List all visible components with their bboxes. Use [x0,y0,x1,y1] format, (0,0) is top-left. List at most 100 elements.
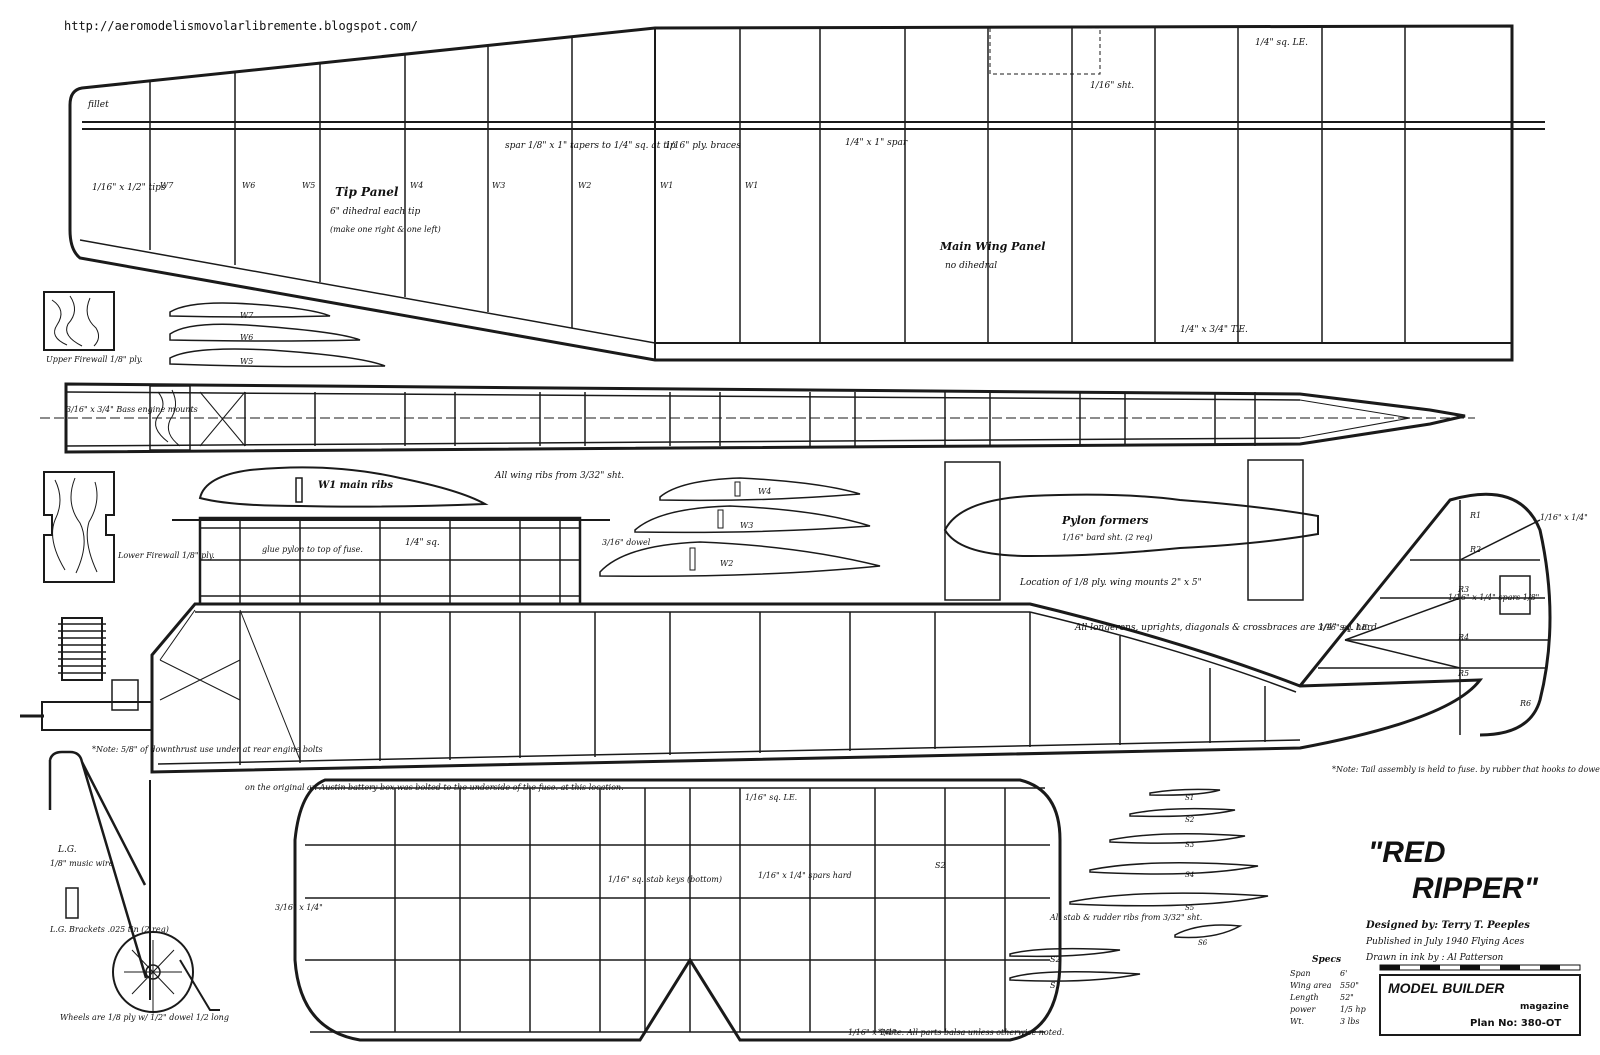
main-panel-label: Main Wing Panel [939,240,1045,253]
tips-label: 1/16" x 1/2" tips [92,183,166,193]
spec-label: Wt. [1290,1017,1304,1026]
rib-label-w2-small: W2 [720,559,733,568]
published: Published in July 1940 Flying Aces [1365,937,1525,947]
rudder-le-label: 3/16" sq. LE. [1318,623,1370,632]
ply-braces-label: 1/16" ply. braces [665,141,741,151]
fuselage-side-view: glue pylon to top of fuse. 1/4" sq. 3/16… [20,492,1600,1022]
stab-edge-label: 3/16" x 1/4" [275,903,323,912]
spec-label: Span [1290,969,1311,978]
wing-rib-label: W1 [660,181,673,190]
spec-label: power [1290,1005,1317,1014]
publisher-name: MODEL BUILDER [1388,980,1505,996]
scale-segment [1540,965,1560,970]
engine-mounts-label: 3/16" x 3/4" Bass engine mounts [66,405,198,414]
rudder-spar-label: 1/16" x 1/4" spars 1/8" [1448,593,1539,602]
rudder-rib-label: R2 [1469,545,1481,554]
s-rib-label: S2 [1185,816,1195,824]
s-rib-label: S1 [1185,794,1194,802]
le-label: 1/4" sq. LE. [1255,38,1308,48]
rudder-top-label: 1/16" x 1/4" [1540,513,1588,522]
lg-brackets-label: L.G. Brackets .025 tin (2 req) [49,925,169,934]
stab-ribs-label: All stab & rudder ribs from 3/32" sht. [1049,913,1202,922]
s-rib-label: S5 [1185,904,1195,912]
rib-profiles-w4-w2: W4 W3 W2 [599,477,881,578]
rudder-member-5 [1459,519,1541,561]
stab-bottom-label: 1/16" x 1/4" [848,1028,896,1037]
specs-heading: Specs [1312,955,1341,965]
engine-note: *Note: 5/8" of downthrust use under at r… [92,745,323,754]
source-url: http://aeromodelismovolarlibremente.blog… [64,19,418,33]
wing-rib-label: W2 [578,181,591,190]
tip-rib-profiles: W7 W6 W5 [169,302,386,368]
stabilizer-plan: 1/16" sq. LE. 1/16" x 1/4" spars hard 1/… [275,778,1062,1042]
sq-label: 1/4" sq. [405,538,440,548]
scale-segment [1460,965,1480,970]
upper-firewall: Upper Firewall 1/8" ply. [43,291,143,364]
wing-plan: fillet 1/16" x 1/2" tips Tip Panel 6" di… [68,24,1545,362]
wing-rib-label: W5 [302,181,315,190]
te-label: 1/4" x 3/4" T.E. [1180,325,1248,335]
spec-value: 52" [1340,993,1354,1002]
s1-profile-label: S1 [1050,981,1061,990]
tip-panel-label: Tip Panel [335,185,399,199]
main-dihedral-label: no dihedral [945,261,997,271]
stab-spar-label: 1/16" x 1/4" spars hard [758,871,852,880]
rib-label-w5-small: W5 [240,357,253,366]
rudder-member-7 [1344,639,1461,669]
tip-dihedral-label: 6" dihedral each tip [330,207,421,217]
tail-note: *Note: Tail assembly is held to fuse. by… [1332,765,1600,774]
tip-spar-label: spar 1/8" x 1" tapers to 1/4" sq. at tip [505,141,676,151]
lg-label: L.G. [57,845,77,855]
wing-mounts-label: Location of 1/8 ply. wing mounts 2" x 5" [1019,578,1202,588]
scale-segment [1380,965,1400,970]
plan-number: Plan No: 380-OT [1470,1018,1561,1029]
all-ribs-label: All wing ribs from 3/32" sht. [494,471,624,481]
sht-label: 1/16" sht. [1090,81,1134,91]
spec-value: 6' [1340,969,1347,978]
rudder-member-6 [1344,597,1461,641]
pylon-formers-label: Pylon formers [1061,514,1149,527]
main-ribs-label: W1 main ribs [318,480,393,491]
wing-rib-label: W6 [242,181,255,190]
rudder-rib-label: R4 [1457,633,1469,642]
stab-s2-label: S2 [935,861,946,870]
title-line-1: "RED [1368,836,1446,869]
pylon-formers: Pylon formers 1/16" bard sht. (2 req) Lo… [943,459,1319,601]
bottom-note: *Note: All parts balsa unless otherwise … [878,1028,1064,1037]
main-rib-profile: W1 main ribs All wing ribs from 3/32" sh… [198,466,624,508]
stab-le-label: 1/16" sq. LE. [745,793,797,802]
spec-label: Wing area [1290,981,1332,990]
wing-rib-label: W1 [745,181,758,190]
scale-segment [1500,965,1520,970]
s2-profile-label: S2 [1050,955,1061,964]
wheels-label: Wheels are 1/8 ply w/ 1/2" dowel 1/2 lon… [60,1013,229,1022]
pylon-sht-label: 1/16" bard sht. (2 req) [1062,533,1153,542]
lower-firewall: Lower Firewall 1/8" ply. [43,471,215,583]
wing-rib-label: W4 [410,181,423,190]
lower-firewall-label: Lower Firewall 1/8" ply. [117,551,215,560]
rudder-rib-label: R5 [1457,669,1469,678]
s-rib-label: S4 [1185,871,1194,879]
tip-make-label: (make one right & one left) [330,225,441,234]
spec-value: 3 lbs [1340,1017,1359,1026]
rib-label-w7-small: W7 [240,311,254,320]
designed-by: Designed by: Terry T. Peeples [1365,920,1530,931]
upper-firewall-label: Upper Firewall 1/8" ply. [46,355,143,364]
fuselage-top-view: 3/16" x 3/4" Bass engine mounts [40,382,1475,454]
title-line-2: RIPPER" [1412,872,1539,905]
longerons-label: All longerons, uprights, diagonals & cro… [1074,623,1377,633]
rib-label-w3-small: W3 [740,521,753,530]
fillet-label: fillet [87,100,109,110]
wing-rib-label: W7 [160,181,174,190]
drawn-by: Drawn in ink by : Al Patterson [1365,953,1504,963]
publisher-sub: magazine [1520,1002,1569,1012]
scale-segment [1420,965,1440,970]
spec-value: 1/5 hp [1340,1005,1366,1014]
rudder-rib-label: R1 [1469,511,1481,520]
lg-wire-label: 1/8" music wire [50,859,114,868]
stab-keys-label: 1/16" sq. stab keys (bottom) [608,875,722,884]
spec-label: Length [1289,993,1319,1002]
glue-pylon-label: glue pylon to top of fuse. [262,545,363,554]
